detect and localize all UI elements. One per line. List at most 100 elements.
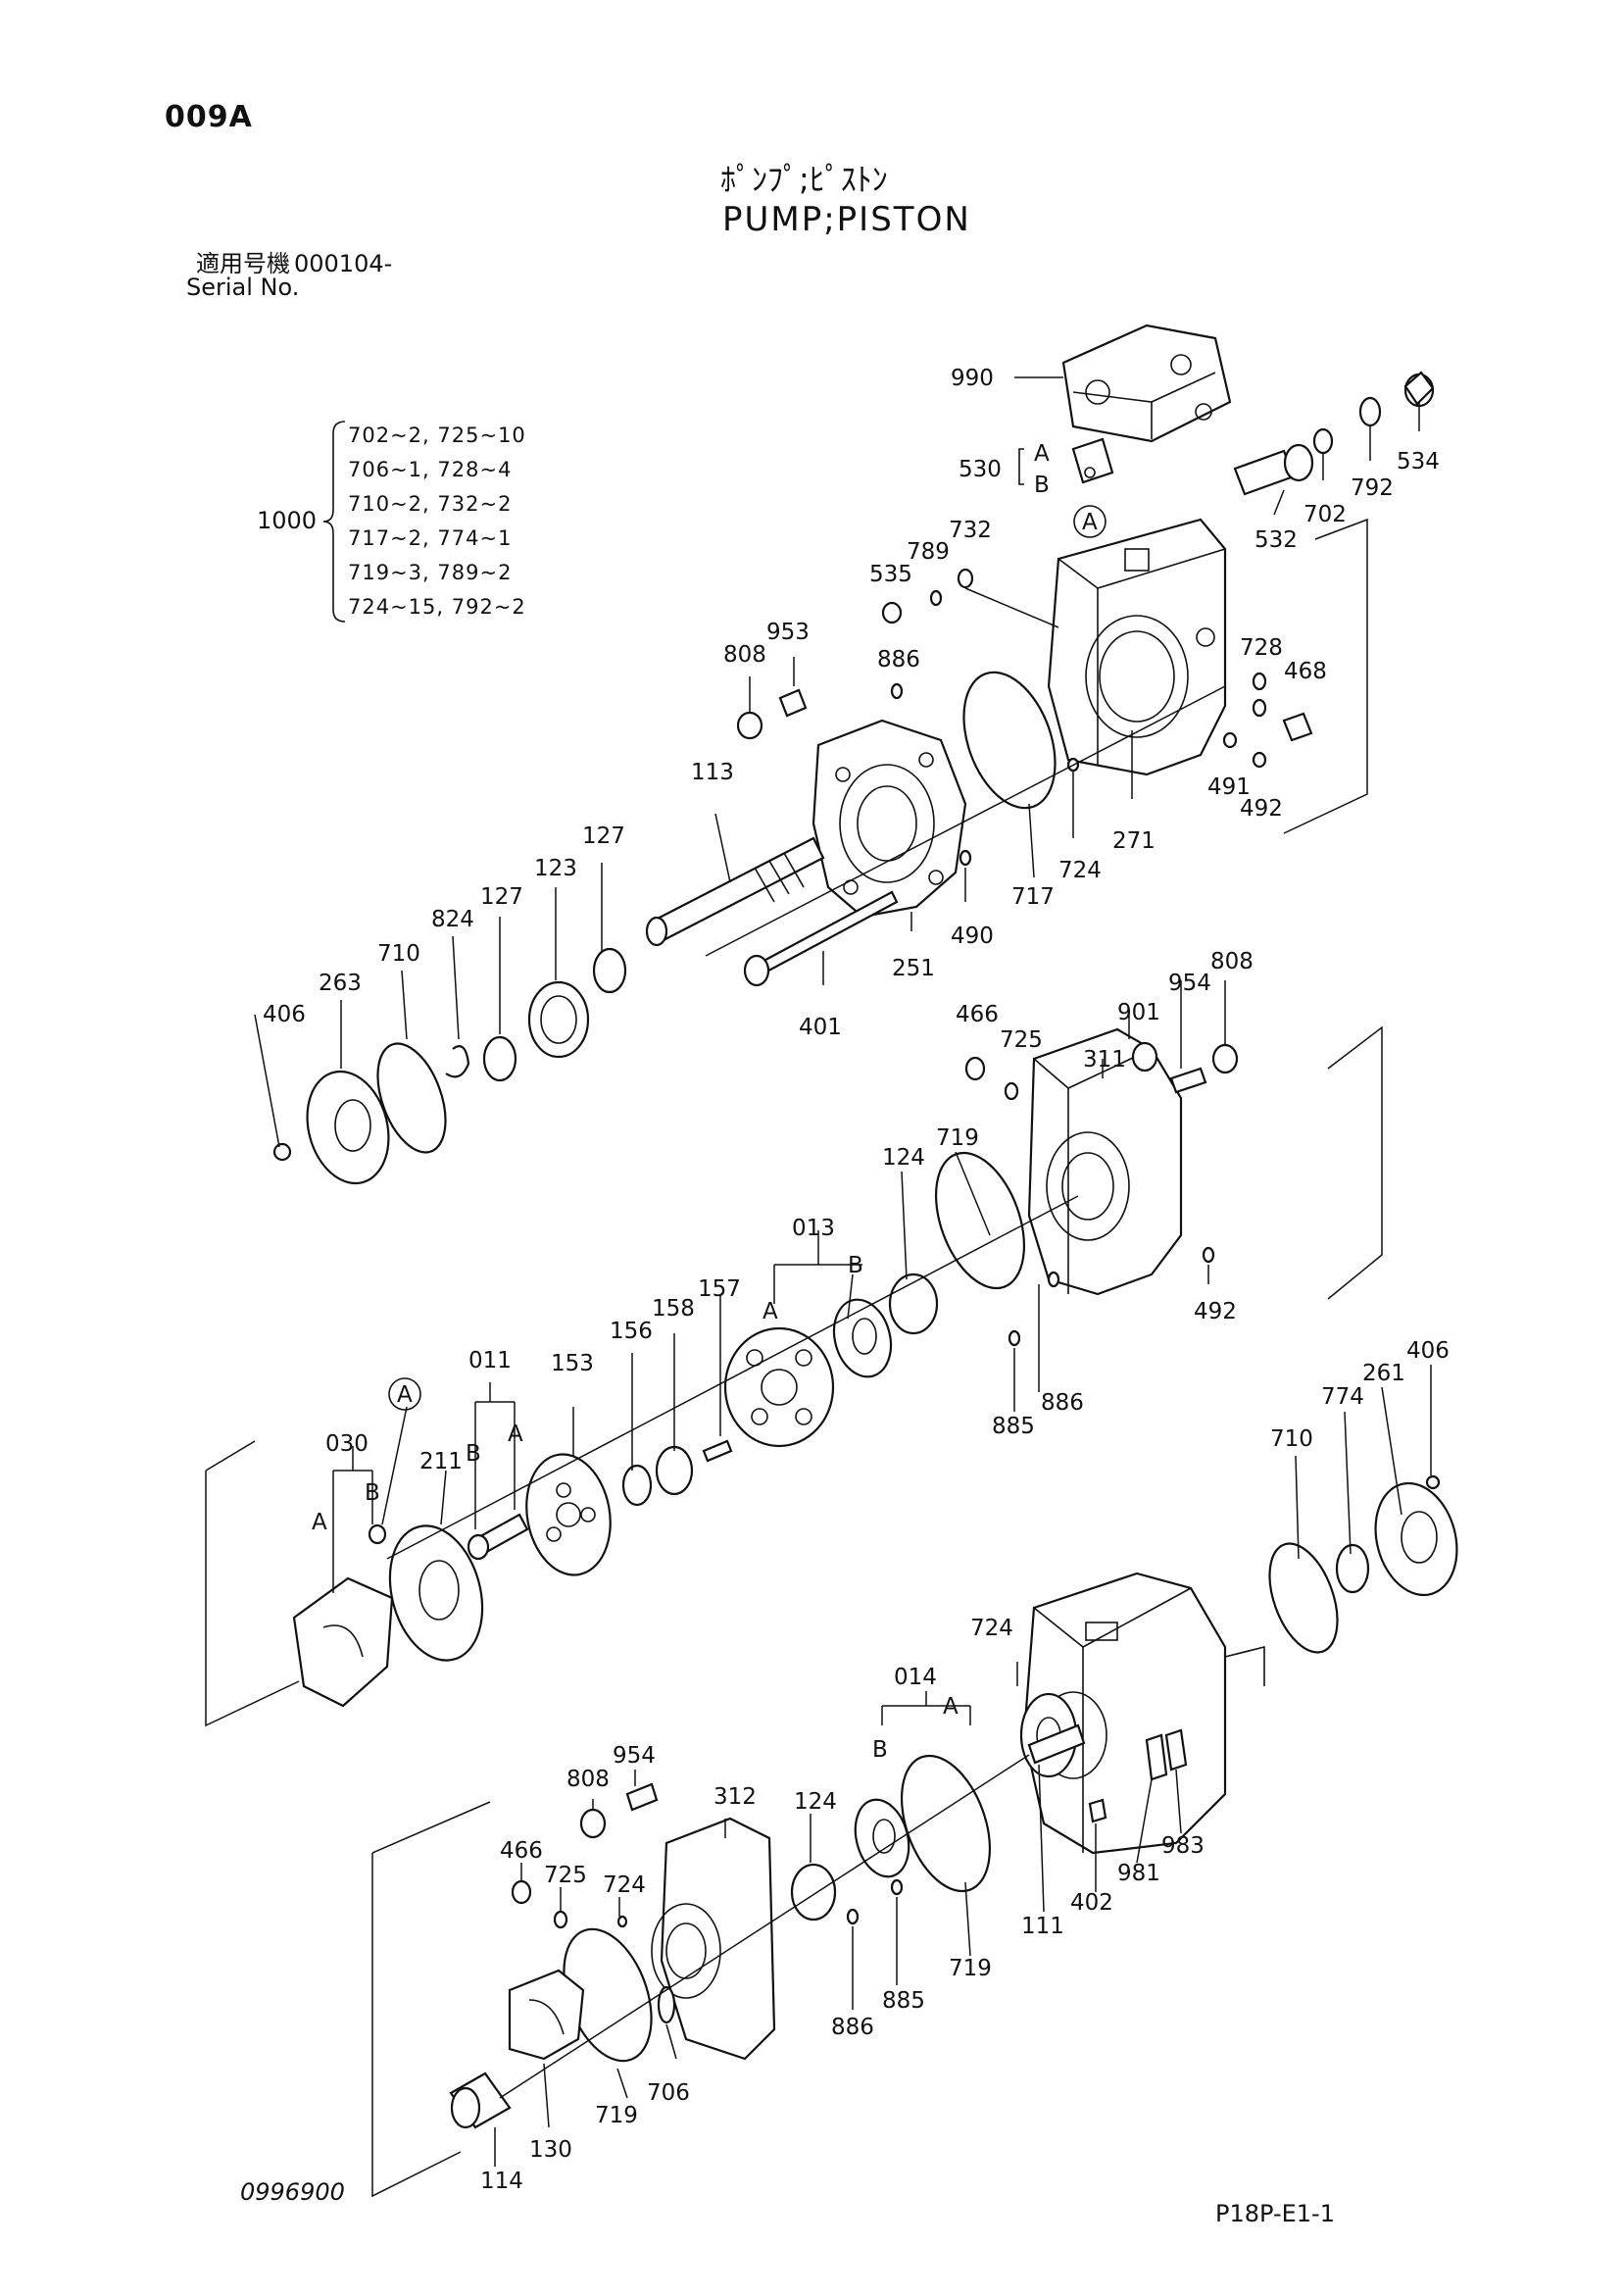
kit-line: 724~15, 792~2 bbox=[348, 595, 526, 619]
callout-circle-a-top: A bbox=[1082, 510, 1098, 535]
snap-ring-127b bbox=[482, 1035, 517, 1082]
callout-724-mid: 724 bbox=[970, 1616, 1013, 1641]
valve-530 bbox=[1071, 437, 1114, 484]
callout-725-mid: 725 bbox=[1000, 1027, 1043, 1053]
callout-030-a: A bbox=[312, 1510, 327, 1535]
callout-901: 901 bbox=[1117, 1000, 1160, 1025]
o-ring-728a bbox=[1252, 672, 1267, 691]
bolt-402 bbox=[1088, 1798, 1107, 1823]
drive-shaft-113 bbox=[645, 836, 825, 947]
callout-158: 158 bbox=[652, 1296, 695, 1322]
callout-466-low: 466 bbox=[500, 1838, 543, 1864]
front-cover-251 bbox=[812, 719, 967, 919]
callout-728: 728 bbox=[1240, 635, 1283, 661]
callout-732: 732 bbox=[949, 518, 992, 543]
callout-886-low: 886 bbox=[831, 2015, 874, 2040]
assembly-axis-low bbox=[499, 1754, 1030, 2099]
callout-886-mid: 886 bbox=[1041, 1390, 1084, 1416]
bolt-401 bbox=[743, 890, 899, 987]
bracket-530 bbox=[1018, 448, 1024, 485]
callout-792-top: 792 bbox=[1351, 475, 1394, 501]
callout-130: 130 bbox=[529, 2137, 572, 2163]
callout-013: 013 bbox=[792, 1216, 835, 1241]
callout-719-low: 719 bbox=[949, 1956, 992, 1981]
set-screw-953 bbox=[778, 688, 808, 718]
callout-717: 717 bbox=[1011, 884, 1055, 910]
gear-130 bbox=[508, 1969, 585, 2061]
callout-990: 990 bbox=[951, 366, 994, 391]
callout-124-mid: 124 bbox=[882, 1145, 925, 1171]
stud-954-mid bbox=[1169, 1067, 1207, 1094]
snap-ring-127a bbox=[592, 947, 627, 994]
o-ring-710-top bbox=[376, 1042, 447, 1154]
shaft-111 bbox=[1027, 1723, 1086, 1765]
callout-530: 530 bbox=[959, 457, 1002, 482]
callout-490: 490 bbox=[951, 923, 994, 949]
kit-line: 719~3, 789~2 bbox=[348, 561, 513, 584]
needle-bearing-124-low bbox=[790, 1863, 837, 1922]
o-ring-724-low bbox=[616, 1915, 628, 1928]
callout-492-top: 492 bbox=[1240, 796, 1283, 822]
callout-535: 535 bbox=[869, 562, 912, 587]
shoe-plate-211 bbox=[388, 1524, 484, 1662]
callout-013-a: A bbox=[762, 1299, 778, 1324]
callout-824: 824 bbox=[431, 907, 474, 932]
assembly-axis-top bbox=[705, 685, 1226, 957]
assembly-axis-mid bbox=[386, 1195, 1079, 1560]
callout-532: 532 bbox=[1254, 527, 1298, 553]
pin-886-mid bbox=[1047, 1271, 1060, 1288]
o-ring-725-mid bbox=[1004, 1081, 1019, 1101]
callout-534: 534 bbox=[1397, 449, 1440, 474]
reference-circle-a-top bbox=[1073, 505, 1107, 538]
page-code: 009A bbox=[165, 100, 253, 134]
snap-ring-824 bbox=[445, 1045, 470, 1078]
o-ring-728b bbox=[1252, 698, 1267, 718]
plug-492-top bbox=[1252, 751, 1267, 769]
callout-719-bottom: 719 bbox=[595, 2103, 638, 2128]
o-ring-710-low bbox=[1268, 1542, 1339, 1654]
screw-406-top bbox=[272, 1142, 292, 1162]
plate-981 bbox=[1145, 1733, 1168, 1781]
callout-406-top: 406 bbox=[263, 1002, 306, 1027]
callout-014-a: A bbox=[943, 1694, 959, 1720]
frame-low-left bbox=[371, 1801, 491, 2198]
callout-406-low: 406 bbox=[1406, 1338, 1450, 1364]
frame-mid-right bbox=[1327, 1025, 1383, 1300]
callout-011-a: A bbox=[508, 1422, 523, 1447]
callout-953: 953 bbox=[766, 620, 810, 645]
callout-789: 789 bbox=[907, 539, 950, 565]
frame-top-right bbox=[1283, 518, 1368, 834]
callout-885-low: 885 bbox=[882, 1988, 925, 2014]
callout-111: 111 bbox=[1021, 1914, 1064, 1939]
callout-263: 263 bbox=[319, 971, 362, 996]
callout-157: 157 bbox=[698, 1276, 741, 1302]
callout-401: 401 bbox=[799, 1015, 842, 1040]
o-ring-792 bbox=[1358, 396, 1382, 427]
callout-circle-a-mid: A bbox=[397, 1382, 413, 1408]
bearing-123 bbox=[527, 980, 590, 1059]
callout-491: 491 bbox=[1207, 774, 1251, 800]
kit-brace bbox=[322, 421, 346, 623]
o-ring-706 bbox=[657, 1985, 676, 2024]
o-ring-490 bbox=[959, 849, 972, 867]
callout-030-b: B bbox=[365, 1480, 380, 1506]
swash-plate-030 bbox=[292, 1576, 394, 1708]
stud-954-low bbox=[625, 1782, 659, 1812]
valve-block-311 bbox=[1027, 1027, 1183, 1296]
callout-156: 156 bbox=[610, 1319, 653, 1344]
pin-886-top bbox=[890, 682, 904, 700]
o-ring-719-mid bbox=[934, 1151, 1026, 1290]
callout-981: 981 bbox=[1117, 1861, 1160, 1886]
o-ring-789 bbox=[929, 589, 943, 607]
serial-label-jp: 適用号機 bbox=[196, 250, 290, 277]
callout-724-top: 724 bbox=[1058, 858, 1102, 883]
plug-491 bbox=[1222, 731, 1238, 749]
o-ring-732 bbox=[957, 568, 974, 589]
callout-808-top: 808 bbox=[723, 642, 766, 668]
callout-492-mid: 492 bbox=[1194, 1299, 1237, 1324]
pin-885-low bbox=[890, 1878, 904, 1896]
callout-725-low: 725 bbox=[544, 1863, 587, 1888]
callout-211: 211 bbox=[419, 1449, 463, 1474]
plug-466-low bbox=[511, 1879, 532, 1905]
valve-block-312 bbox=[651, 1817, 776, 2061]
